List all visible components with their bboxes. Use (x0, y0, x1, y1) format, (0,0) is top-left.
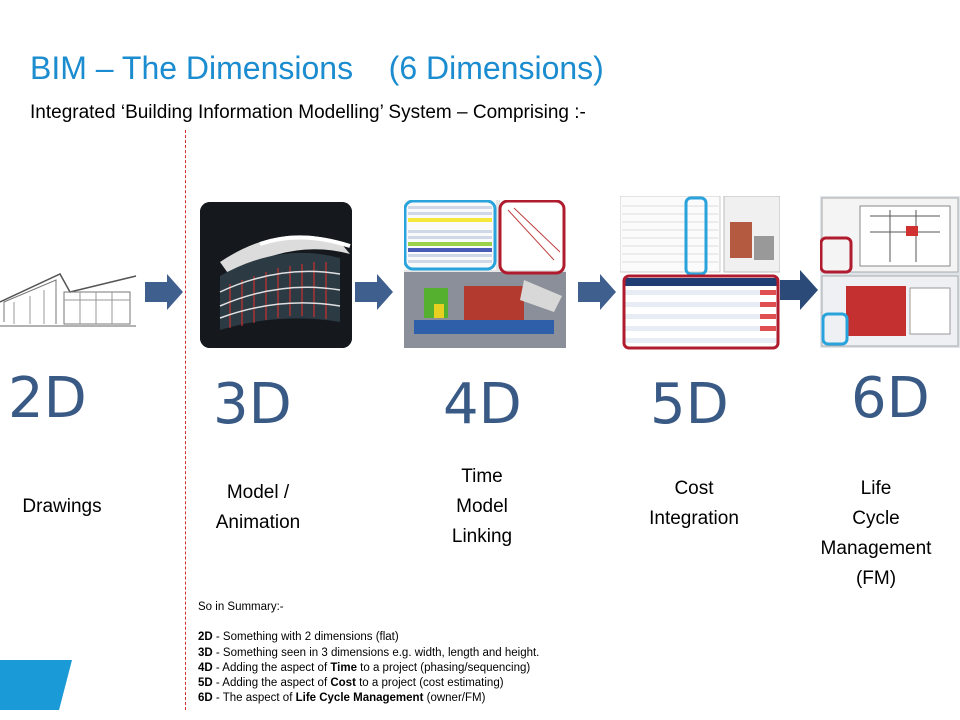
dimension-label-2d: Drawings (22, 496, 102, 517)
arrow-right-icon (355, 272, 395, 312)
summary-heading: So in Summary:- (198, 601, 284, 613)
dimension-label-3d: Model / Animation (215, 482, 301, 533)
drawing-sketch-image (0, 262, 140, 332)
summary-item-6d: 6D - The aspect of Life Cycle Management… (198, 692, 486, 705)
page-subtitle: Integrated ‘Building Information Modelli… (30, 102, 586, 123)
arrow-right-icon (145, 272, 185, 312)
6d-lifecycle-image (819, 196, 960, 348)
summary-item-5d: 5D - Adding the aspect of Cost to a proj… (198, 677, 504, 690)
dimension-code-2d: 2D (8, 366, 87, 431)
summary-spacer (198, 615, 539, 630)
page-title: BIM – The Dimensions (6 Dimensions) (30, 50, 604, 86)
3d-model-image (200, 202, 352, 348)
arrow-right-icon (578, 272, 618, 312)
5d-cost-image (619, 195, 781, 350)
dimension-label-5d: Cost Integration (649, 478, 739, 529)
summary-item-3d: 3D - Something seen in 3 dimensions e.g.… (198, 646, 540, 659)
dimension-code-6d: 6D (851, 366, 930, 431)
summary-item-2d: 2D - Something with 2 dimensions (flat) (198, 631, 399, 644)
4d-schedule-image (403, 199, 566, 348)
summary-item-4d: 4D - Adding the aspect of Time to a proj… (198, 661, 531, 674)
dimension-code-5d: 5D (650, 372, 729, 437)
dimension-label-4d: Time Model Linking (451, 466, 513, 547)
summary-block: So in Summary:- 2D - Something with 2 di… (198, 600, 539, 707)
arrow-right-icon (776, 268, 820, 312)
corner-accent-shape (0, 660, 72, 710)
section-divider (185, 130, 186, 710)
dimension-label-6d: Life Cycle Management (FM) (820, 478, 932, 589)
dimension-code-3d: 3D (213, 372, 292, 437)
dimension-code-4d: 4D (443, 372, 522, 437)
